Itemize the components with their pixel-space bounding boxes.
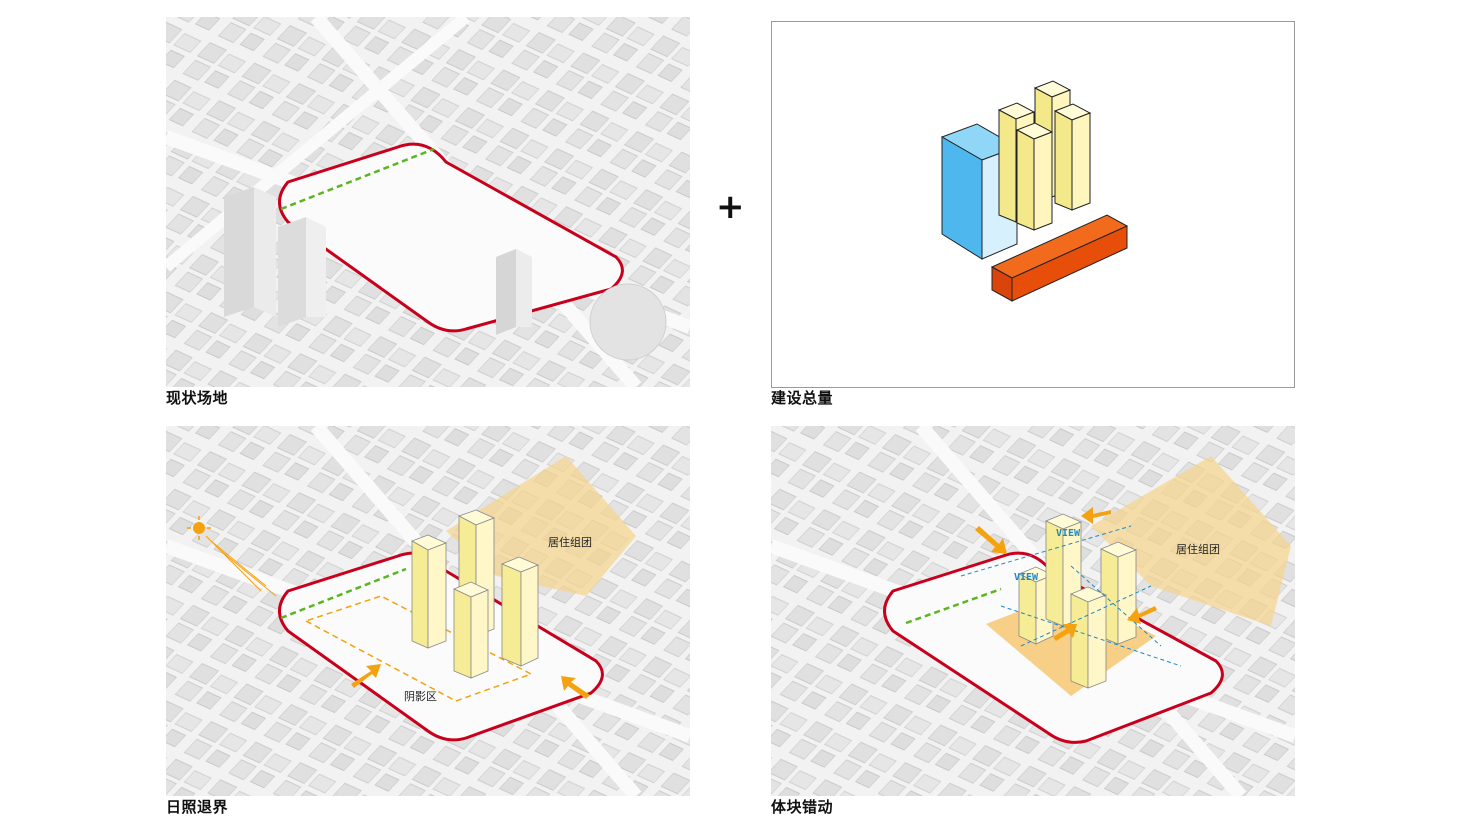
- view-label-1: VIEW: [1056, 528, 1081, 539]
- caption-construction-volume: 建设总量: [771, 389, 834, 407]
- sun-icon: [187, 516, 277, 597]
- panel-sunlight-setback: 居住组团 阴影区: [166, 426, 690, 796]
- existing-tower-right: [496, 249, 532, 335]
- residential-label: 居住组团: [548, 535, 592, 549]
- massing-arrows: [975, 507, 1157, 641]
- view-arrows: [960, 525, 1182, 667]
- yellow-tower-c: [500, 556, 540, 667]
- sunlight-setback-diagram: 居住组团 阴影区: [166, 426, 690, 796]
- offset-towers: [1018, 513, 1138, 689]
- yellow-tower-4: [1053, 103, 1092, 211]
- yellow-tower-3: [1015, 122, 1054, 231]
- green-setback-line: [280, 147, 435, 211]
- panel-massing-offset: 居住组团 VIEW VIEW: [771, 426, 1295, 796]
- existing-tower-left: [224, 187, 326, 327]
- existing-site-diagram: [166, 17, 690, 387]
- caption-existing-site: 现状场地: [166, 389, 229, 407]
- caption-sunlight-setback: 日照退界: [166, 798, 229, 816]
- green-setback-line: [280, 567, 407, 620]
- construction-volume-diagram: [940, 80, 1129, 302]
- residential-zone: [1091, 456, 1291, 626]
- view-label-2: VIEW: [1014, 572, 1039, 583]
- massing-offset-diagram: 居住组团 VIEW VIEW: [771, 426, 1295, 796]
- orange-podium: [990, 214, 1129, 302]
- setback-arrows: [351, 664, 590, 699]
- shadow-zone: [304, 595, 533, 702]
- round-building: [589, 283, 667, 361]
- plus-operator: +: [716, 187, 745, 227]
- panel-existing-site: [166, 17, 690, 387]
- residential-label: 居住组团: [1176, 542, 1220, 556]
- yellow-tower-d: [453, 581, 489, 679]
- panel-construction-volume: [771, 21, 1295, 388]
- green-setback-line: [905, 587, 1002, 625]
- shadow-label: 阴影区: [404, 690, 437, 703]
- yellow-tower-a: [411, 534, 448, 649]
- caption-massing-offset: 体块错动: [771, 798, 834, 816]
